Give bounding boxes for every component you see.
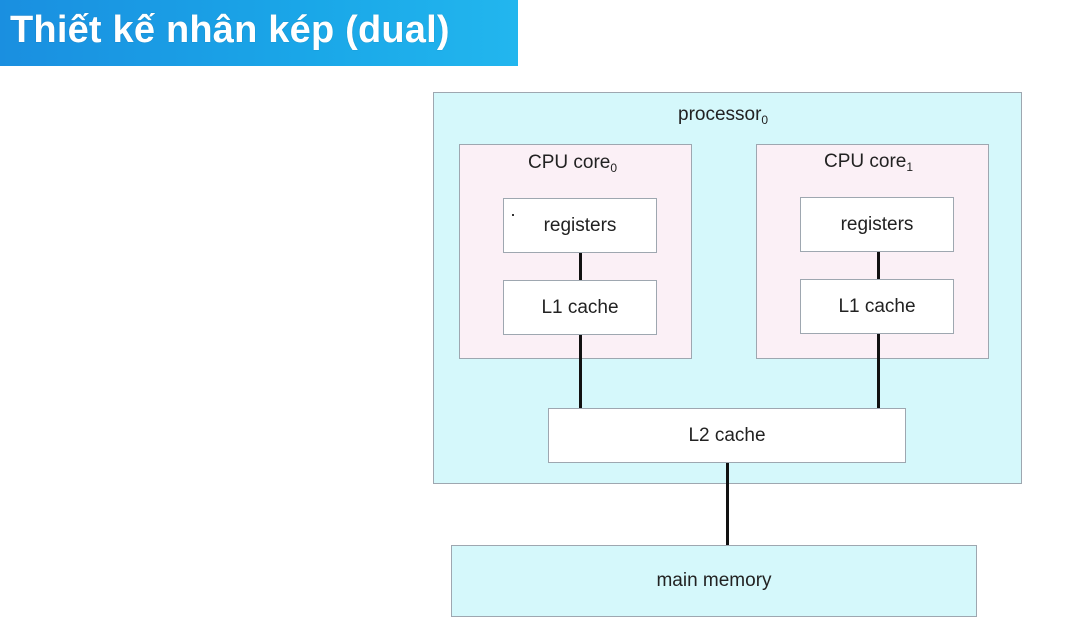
core-1-registers-label: registers: [840, 213, 914, 235]
wire-core1-registers-l1: [877, 252, 880, 279]
title-banner: Thiết kế nhân kép (dual): [0, 0, 518, 66]
cpu-core-1-label: CPU core1: [824, 151, 914, 174]
main-memory-box: main memory: [451, 545, 977, 617]
core-1-registers-box: registers: [800, 197, 954, 252]
core-0-l1-cache-label: L1 cache: [541, 296, 619, 318]
wire-core1-l1-l2: [877, 334, 880, 408]
main-memory-label: main memory: [656, 570, 772, 591]
processor-label: processor0: [678, 104, 769, 127]
core-0-registers-label: registers: [543, 214, 617, 236]
slide-title: Thiết kế nhân kép (dual): [10, 9, 450, 51]
wire-core0-l1-l2: [579, 335, 582, 408]
cpu-core-0-label: CPU core0: [528, 152, 618, 175]
wire-core0-registers-l1: [579, 253, 582, 280]
wire-l2-memory: [726, 463, 729, 545]
core-1-l1-cache-box: L1 cache: [800, 279, 954, 334]
core-0-registers-box: registers: [503, 198, 657, 253]
core-0-l1-cache-box: L1 cache: [503, 280, 657, 335]
l2-cache-label: L2 cache: [688, 424, 766, 446]
core-1-l1-cache-label: L1 cache: [838, 295, 916, 317]
stray-dot: [512, 214, 514, 216]
l2-cache-box: L2 cache: [548, 408, 906, 463]
